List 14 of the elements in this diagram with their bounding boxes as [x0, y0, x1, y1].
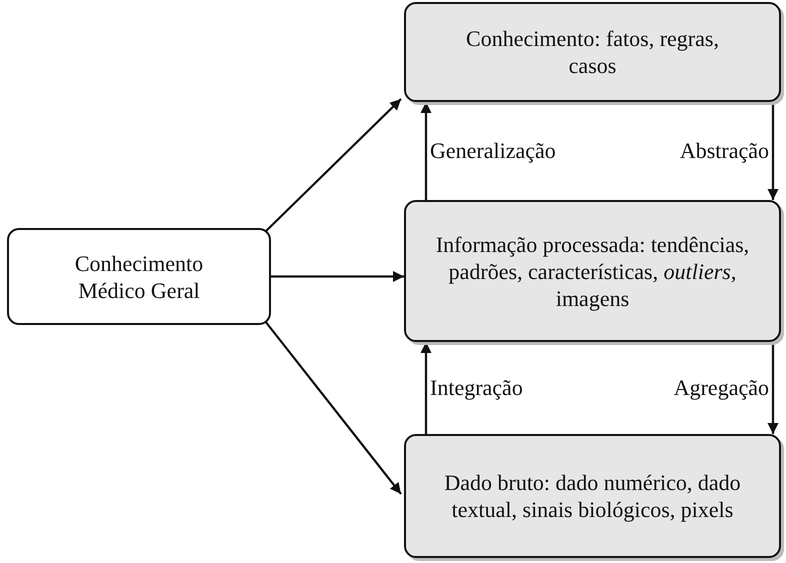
node-text: Conhecimento: fatos, regras, casos [466, 26, 719, 78]
arrow [264, 320, 402, 495]
arrow [420, 102, 432, 200]
level-box [404, 434, 781, 558]
arrow [264, 98, 402, 233]
node-text: Informação processada: tendências, padrões, características, outliers, imagens [436, 232, 750, 310]
arrow [768, 342, 778, 434]
source-box [7, 228, 271, 325]
arrow [420, 342, 432, 434]
node-text: Dado bruto: dado numérico, dado textual, sinais biológicos, pixels [444, 470, 741, 522]
node-text: Conhecimento Médico Geral [74, 250, 204, 302]
level-box [404, 2, 781, 102]
level-box [404, 200, 781, 342]
arrow [271, 271, 404, 282]
